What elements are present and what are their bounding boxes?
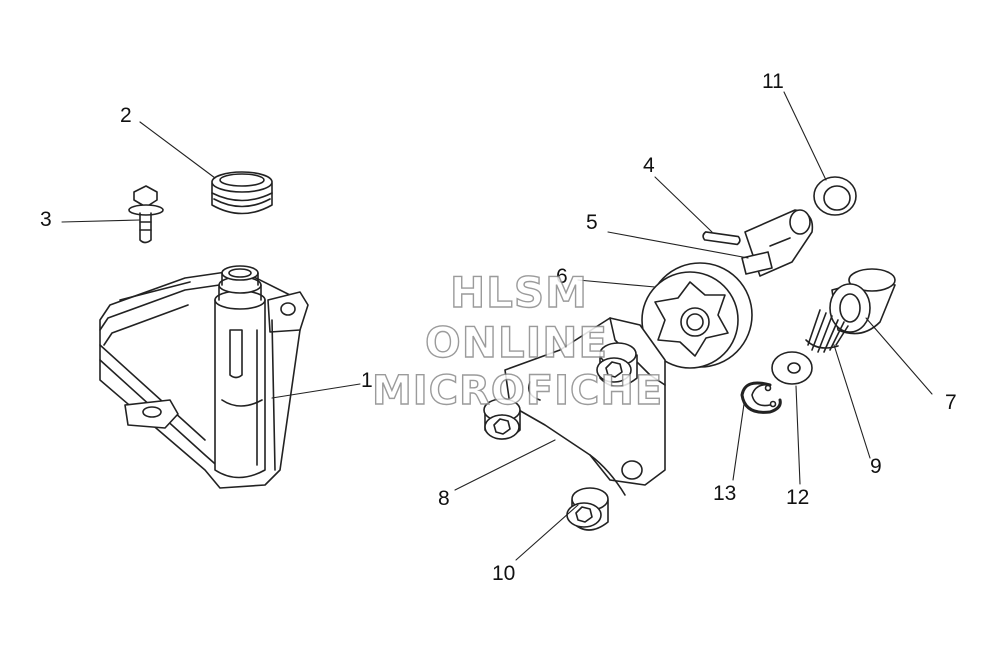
part-10-socket-bolts xyxy=(483,342,638,531)
callout-9: 9 xyxy=(870,455,882,478)
callout-6: 6 xyxy=(556,265,568,288)
part-1-oil-strainer xyxy=(99,265,309,489)
callout-13: 13 xyxy=(713,482,737,505)
callout-3: 3 xyxy=(40,208,52,231)
callout-1: 1 xyxy=(361,369,373,392)
callout-12: 12 xyxy=(786,486,810,509)
part-7-sleeve xyxy=(829,268,896,335)
callout-4: 4 xyxy=(643,154,655,177)
part-2-plug xyxy=(211,171,273,215)
callout-8: 8 xyxy=(438,487,450,510)
part-5-shaft xyxy=(741,209,814,277)
leader-lines xyxy=(61,91,933,561)
part-13-circlip xyxy=(740,381,782,414)
callout-11: 11 xyxy=(762,70,784,93)
callout-2: 2 xyxy=(120,104,132,127)
part-3-bolt xyxy=(128,185,164,244)
callout-7: 7 xyxy=(945,391,957,414)
part-12-washer xyxy=(771,351,813,385)
part-4-pin xyxy=(702,231,741,246)
callout-10: 10 xyxy=(492,562,516,585)
watermark-line-3: MICROFICHE xyxy=(371,367,664,414)
callout-5: 5 xyxy=(586,211,598,234)
part-6-rotor xyxy=(641,262,753,369)
watermark-line-2: ONLINE xyxy=(424,317,609,367)
watermark-line-1: HLSM xyxy=(449,267,588,317)
part-11-washer xyxy=(813,176,857,216)
